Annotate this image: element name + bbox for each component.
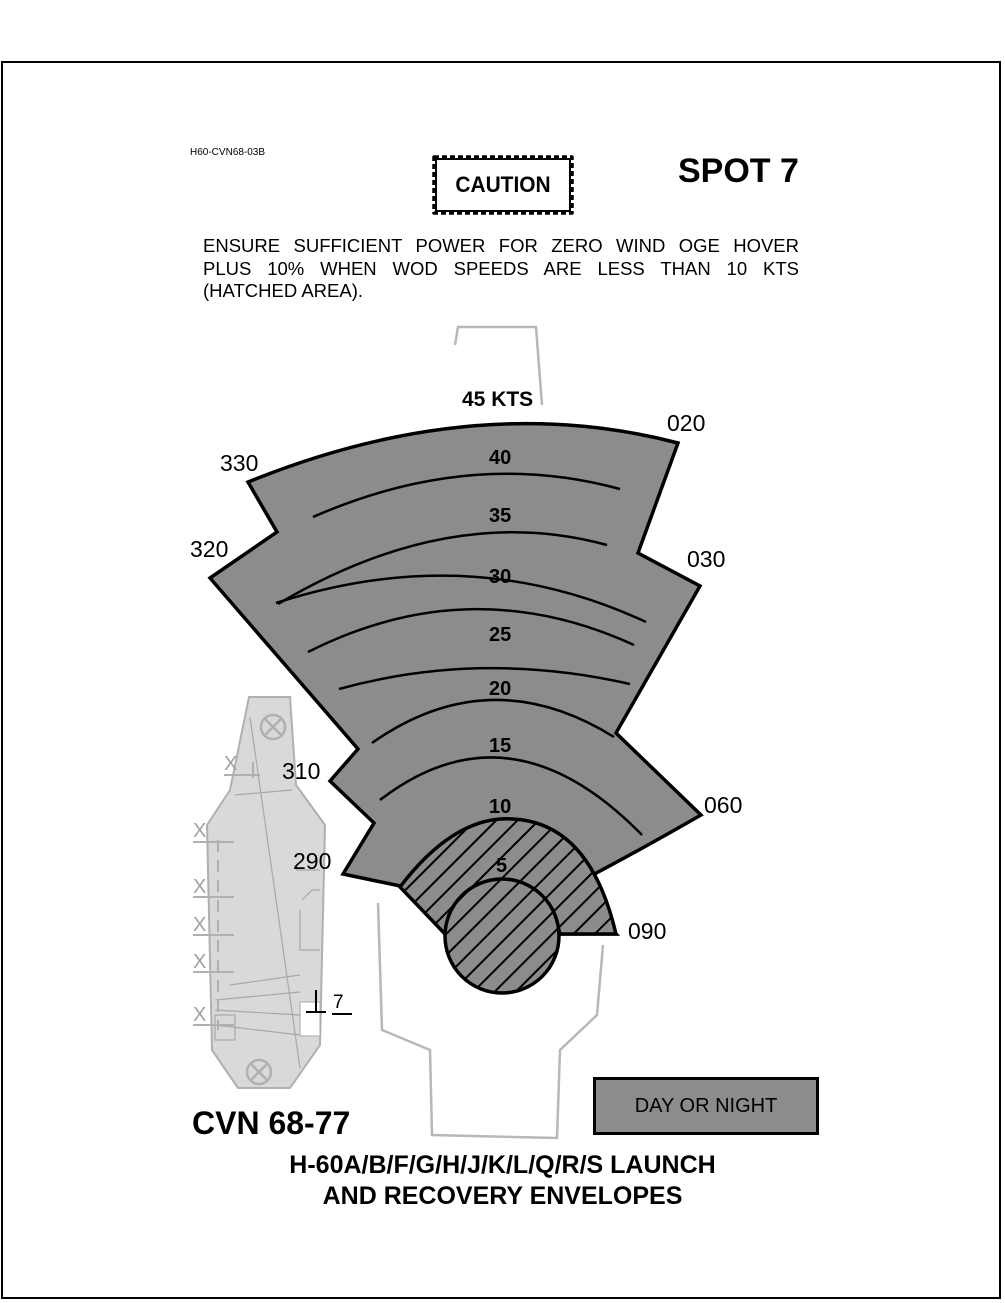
deck-x-mark: X <box>193 1004 207 1026</box>
crossed-circle-icon <box>245 1058 273 1086</box>
condition-label: DAY OR NIGHT <box>634 1095 778 1117</box>
crossed-circle-icon <box>259 713 287 741</box>
deck-x-mark: X <box>193 951 207 973</box>
speed-label-5: 5 <box>496 855 508 877</box>
footer-title-line-1: H-60A/B/F/G/H/J/K/L/Q/R/S LAUNCH <box>289 1151 716 1179</box>
bearing-label-330: 330 <box>220 450 259 476</box>
document-id: H60-CVN68-03B <box>190 147 266 158</box>
speed-label-10: 10 <box>489 796 512 818</box>
speed-label-15: 15 <box>489 735 512 757</box>
deck-x-mark: X <box>224 753 238 775</box>
bearing-label-060: 060 <box>704 792 743 818</box>
speed-label-35: 35 <box>489 505 512 527</box>
speed-label-20: 20 <box>489 678 512 700</box>
speed-label-25: 25 <box>489 624 512 646</box>
ship-outline-large <box>376 325 605 1140</box>
hatched-area <box>397 817 619 995</box>
bearing-label-310: 310 <box>282 758 321 784</box>
carrier-icon <box>193 696 352 1089</box>
bearing-label-030: 030 <box>687 546 726 572</box>
bearing-label-290: 290 <box>293 848 332 874</box>
caution-note-line-3: (HATCHED AREA). <box>203 280 364 301</box>
speed-label-30: 30 <box>489 566 512 588</box>
bearing-label-090: 090 <box>628 918 667 944</box>
speed-label-45: 45 KTS <box>462 388 534 411</box>
spot-number: 7 <box>333 992 344 1013</box>
caution-border <box>432 155 574 215</box>
spot-title: SPOT 7 <box>678 152 799 190</box>
bearing-label-320: 320 <box>190 536 229 562</box>
condition-box <box>593 1077 819 1135</box>
spot-7-marker <box>306 990 352 1015</box>
deck-x-mark: X <box>193 876 207 898</box>
speed-arcs <box>275 472 647 836</box>
caution-note-line-2: PLUS 10% WHEN WOD SPEEDS ARE LESS THAN 1… <box>203 258 799 279</box>
deck-markings <box>193 762 260 1030</box>
deck-x-mark: X <box>193 914 207 936</box>
caution-label: CAUTION <box>455 172 551 197</box>
bearing-label-020: 020 <box>667 410 706 436</box>
ship-class-label: CVN 68-77 <box>192 1105 351 1141</box>
footer-title-line-2: AND RECOVERY ENVELOPES <box>322 1182 683 1210</box>
page-border <box>1 61 1001 1299</box>
caution-note-line-1: ENSURE SUFFICIENT POWER FOR ZERO WIND OG… <box>203 235 799 256</box>
speed-label-40: 40 <box>489 447 512 469</box>
deck-x-mark: X <box>193 820 207 842</box>
